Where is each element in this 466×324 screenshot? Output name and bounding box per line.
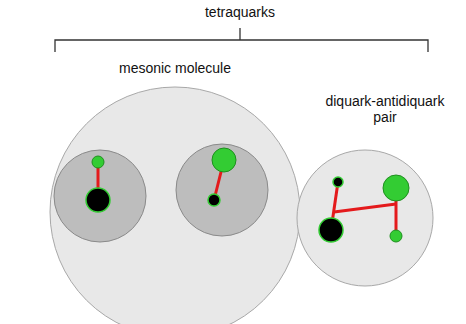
gluon-line [334, 204, 396, 212]
meson-circle [54, 150, 146, 242]
quark-dot [212, 148, 236, 172]
antiquark-dot [333, 177, 343, 187]
region-heading: mesonic molecule [75, 60, 275, 76]
antiquark-dot [208, 194, 220, 206]
quark-dot [390, 230, 402, 242]
circle-outline [50, 87, 300, 324]
bracket [55, 28, 428, 52]
quark-dot [92, 156, 104, 168]
meson-circle [176, 144, 268, 236]
diagram-title: tetraquarks [205, 4, 275, 20]
region-heading: diquark-antidiquark pair [325, 93, 445, 125]
antiquark-dot [319, 218, 343, 242]
circle-outline [297, 150, 433, 286]
antiquark-dot [86, 188, 110, 212]
quark-dot [383, 175, 409, 201]
